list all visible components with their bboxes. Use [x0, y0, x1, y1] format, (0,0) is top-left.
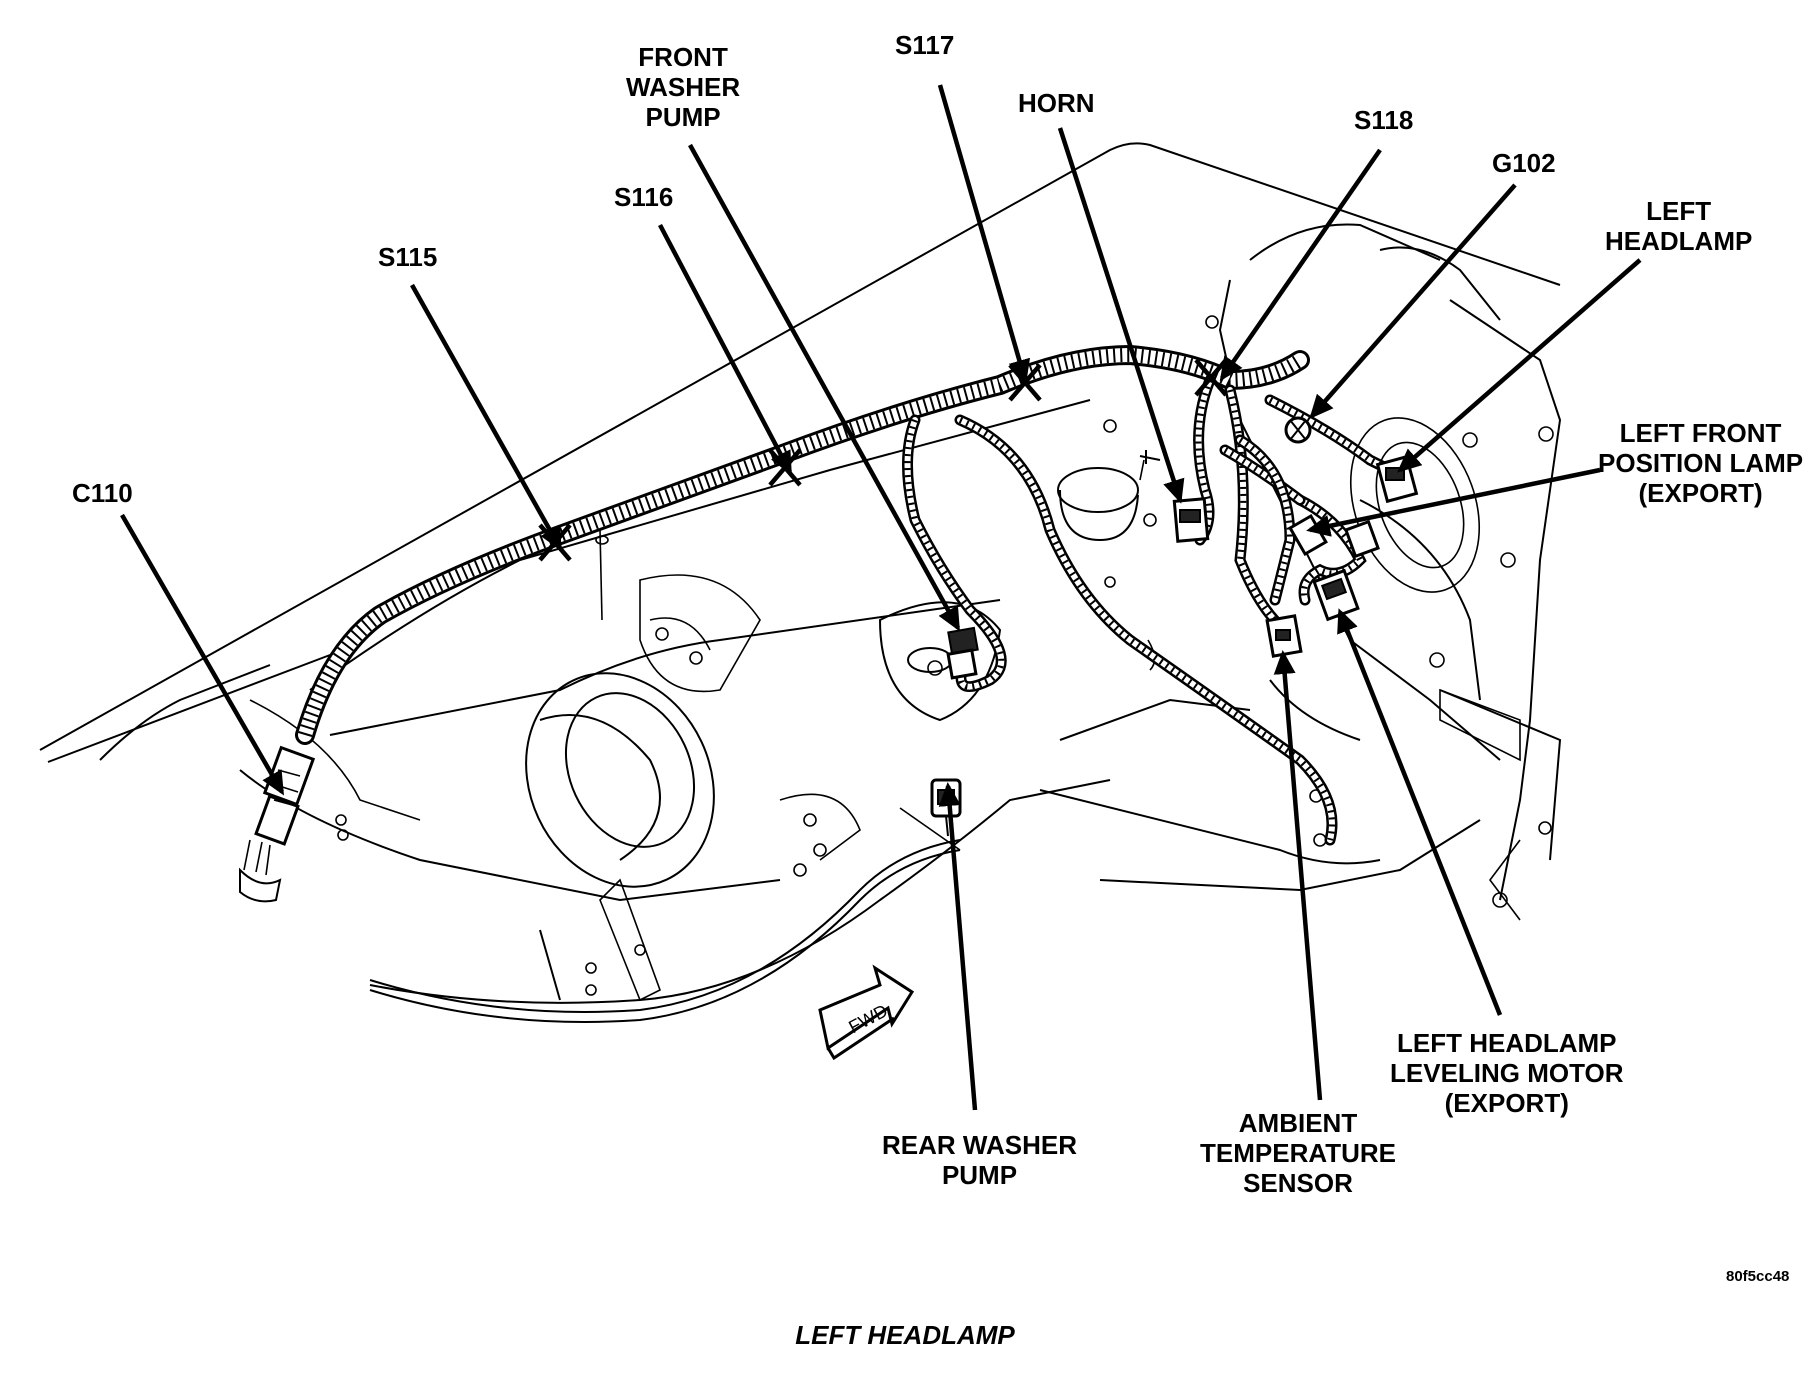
s115-leader: [410, 283, 562, 552]
ambient-temperature-sensor-connector: [1265, 614, 1303, 658]
s116-leader: [658, 223, 792, 476]
horn-connector: [1172, 497, 1210, 543]
c110-leader: [120, 513, 285, 796]
left-headlamp-leader: [1396, 258, 1642, 473]
s115-label: S115: [378, 242, 438, 272]
washer-hose-stub: [899, 807, 961, 851]
left-headlamp-leveling-motor-leader: [1337, 608, 1503, 1016]
splice-marks: [538, 358, 1228, 562]
washer-hose-inner: [369, 839, 961, 1013]
left-headlamp-leveling-motor-label: LEFT HEADLAMP LEVELING MOTOR (EXPORT): [1390, 1028, 1624, 1118]
branch-leads: [902, 374, 1396, 846]
figure-caption: LEFT HEADLAMP: [795, 1320, 1015, 1350]
rear-washer-pump-leader: [938, 782, 978, 1111]
left-headlamp-label: LEFT HEADLAMP: [1605, 196, 1753, 256]
left-front-position-lamp-leader: [1306, 467, 1601, 537]
rear-washer-pump-label: REAR WASHER PUMP: [882, 1130, 1078, 1190]
c110-label: C110: [72, 478, 133, 508]
ambient-temperature-sensor-label: AMBIENT TEMPERATURE SENSOR: [1200, 1108, 1396, 1198]
left-front-position-lamp-label: LEFT FRONT POSITION LAMP (EXPORT): [1598, 418, 1804, 508]
s117-label: S117: [895, 30, 955, 60]
s118-label: S118: [1354, 105, 1414, 135]
horn-leader: [1057, 127, 1185, 504]
horn-label: HORN: [1018, 88, 1095, 118]
g102-ground: [1284, 416, 1312, 444]
fwd-arrow-icon: FWD: [818, 964, 915, 1061]
ambient-temperature-sensor-leader: [1273, 650, 1323, 1101]
left-headlamp-leveling-motor-connector: [1312, 568, 1360, 622]
front-washer-pump-leader: [688, 143, 960, 632]
leader-lines: [120, 84, 1642, 1111]
horn-bolt: [1139, 450, 1161, 464]
sheet-metal-details: [249, 315, 1554, 1002]
washer-hose: [369, 849, 961, 1023]
c110-connector: [239, 745, 316, 903]
front-washer-pump-label: FRONT WASHER PUMP: [626, 42, 741, 132]
figure-id: 80f5cc48: [1726, 1268, 1790, 1285]
s116-label: S116: [614, 182, 674, 212]
front-washer-pump-connector: [946, 626, 979, 680]
g102-label: G102: [1492, 148, 1556, 178]
s118-leader: [1219, 148, 1382, 382]
s117-leader: [937, 84, 1031, 384]
g102-leader: [1309, 183, 1517, 420]
